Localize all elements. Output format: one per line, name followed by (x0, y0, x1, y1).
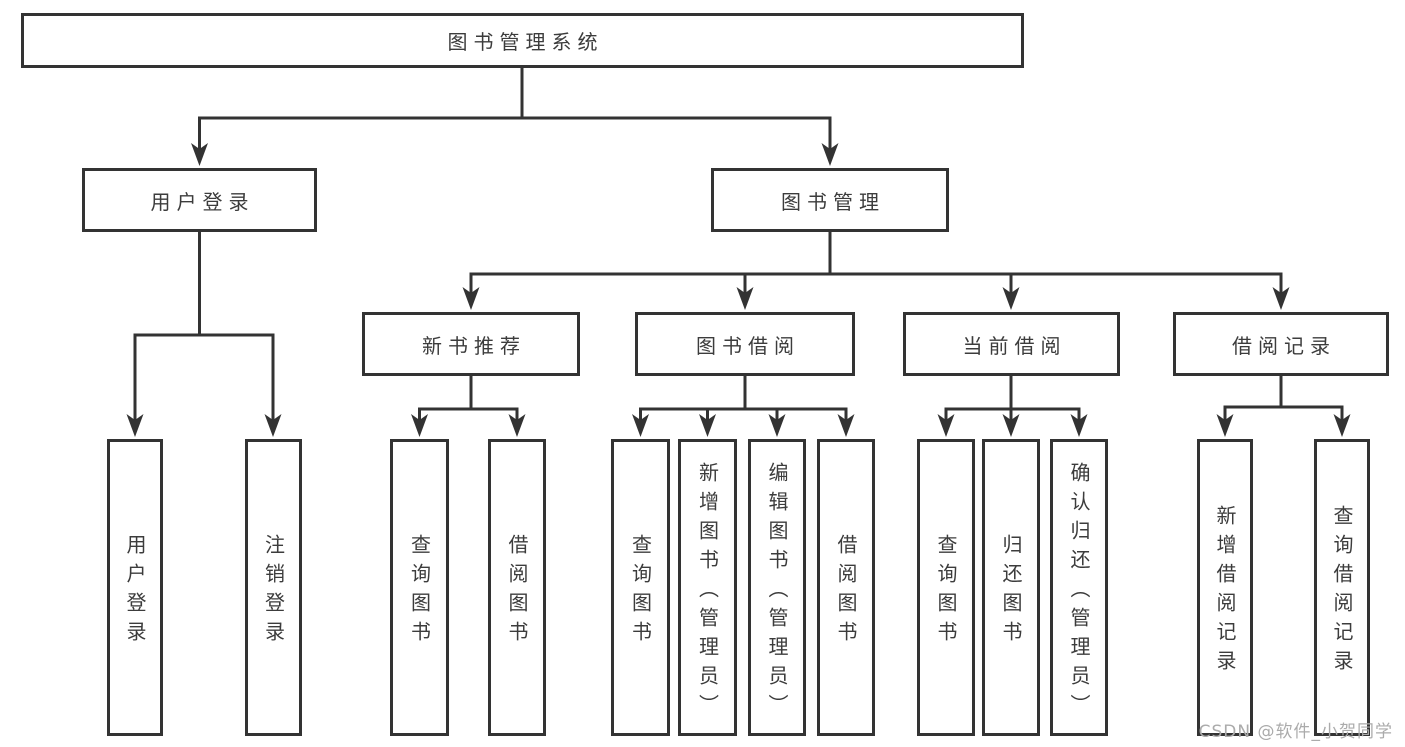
connector-book-borrow-to-leaves (632, 376, 855, 437)
connector-root-to-level2 (191, 68, 839, 166)
leaf-bb-edit-books-admin: 编辑图书（管理员） (748, 439, 806, 736)
arrowhead (1333, 414, 1351, 437)
leaf-nbr-query-books-label: 查询图书 (407, 534, 432, 650)
connector-new-book-to-leaves (411, 376, 526, 437)
leaf-cb-query-books-label: 查询图书 (934, 534, 958, 650)
node-borrow-records-label: 借阅记录 (1232, 333, 1336, 358)
arrowhead (1216, 414, 1234, 437)
node-current-borrow: 当前借阅 (903, 312, 1120, 376)
node-book-mgmt-label: 图书管理 (781, 189, 885, 214)
arrowhead (632, 414, 649, 437)
arrowhead (126, 414, 144, 437)
arrowhead (1070, 414, 1088, 437)
leaf-bb-edit-books-admin-label: 编辑图书（管理员） (765, 461, 789, 723)
leaf-bb-add-books-admin-label: 新增图书（管理员） (695, 461, 720, 723)
arrowhead (736, 287, 754, 310)
arrowhead (264, 414, 282, 437)
leaf-bb-add-books-admin: 新增图书（管理员） (678, 439, 737, 736)
leaf-logout: 注销登录 (245, 439, 302, 736)
node-new-book-rec: 新书推荐 (362, 312, 580, 376)
leaf-cb-confirm-return-admin-label: 确认归还（管理员） (1067, 461, 1091, 723)
leaf-br-query-record: 查询借阅记录 (1314, 439, 1370, 736)
leaf-br-add-record: 新增借阅记录 (1197, 439, 1253, 736)
arrowhead (937, 414, 955, 437)
node-root: 图书管理系统 (21, 13, 1024, 68)
node-user-login-label: 用户登录 (150, 189, 255, 214)
arrowhead (191, 143, 208, 166)
leaf-user-login-label: 用户登录 (123, 534, 147, 650)
leaf-br-query-record-label: 查询借阅记录 (1330, 505, 1354, 679)
node-book-mgmt: 图书管理 (711, 168, 949, 232)
connector-borrow-records-to-leaves (1216, 376, 1351, 437)
leaf-bb-query-books: 查询图书 (611, 439, 670, 736)
arrowhead (411, 414, 428, 437)
node-book-borrow-label: 图书借阅 (696, 333, 800, 358)
arrowhead (508, 414, 526, 437)
leaf-cb-query-books: 查询图书 (917, 439, 975, 736)
arrowhead (837, 414, 855, 437)
leaf-bb-query-books-label: 查询图书 (628, 534, 653, 650)
leaf-user-login: 用户登录 (107, 439, 163, 736)
connector-current-borrow-to-leaves (937, 376, 1088, 437)
leaf-bb-borrow-books-label: 借阅图书 (834, 534, 858, 650)
arrowhead (821, 143, 839, 166)
node-borrow-records: 借阅记录 (1173, 312, 1389, 376)
leaf-cb-return-books: 归还图书 (982, 439, 1040, 736)
leaf-bb-borrow-books: 借阅图书 (817, 439, 875, 736)
arrowhead (1002, 287, 1020, 310)
leaf-nbr-query-books: 查询图书 (390, 439, 449, 736)
node-current-borrow-label: 当前借阅 (962, 333, 1067, 358)
leaf-nbr-borrow-books: 借阅图书 (488, 439, 546, 736)
arrowhead (1002, 414, 1020, 437)
connector-book-mgmt-to-level3 (462, 232, 1290, 310)
arrowhead (699, 414, 716, 437)
node-book-borrow: 图书借阅 (635, 312, 855, 376)
node-user-login: 用户登录 (82, 168, 317, 232)
leaf-cb-confirm-return-admin: 确认归还（管理员） (1050, 439, 1108, 736)
leaf-cb-return-books-label: 归还图书 (999, 534, 1023, 650)
csdn-watermark: CSDN @软件_小贺同学 (1198, 722, 1393, 742)
connector-user-login-to-leaves (126, 232, 282, 437)
arrowhead (1272, 287, 1290, 310)
arrowhead (768, 414, 786, 437)
node-root-label: 图书管理系统 (447, 30, 604, 54)
node-new-book-rec-label: 新书推荐 (422, 333, 526, 358)
leaf-nbr-borrow-books-label: 借阅图书 (505, 534, 529, 650)
leaf-logout-label: 注销登录 (261, 534, 286, 650)
arrowhead (462, 287, 480, 310)
leaf-br-add-record-label: 新增借阅记录 (1213, 505, 1237, 679)
